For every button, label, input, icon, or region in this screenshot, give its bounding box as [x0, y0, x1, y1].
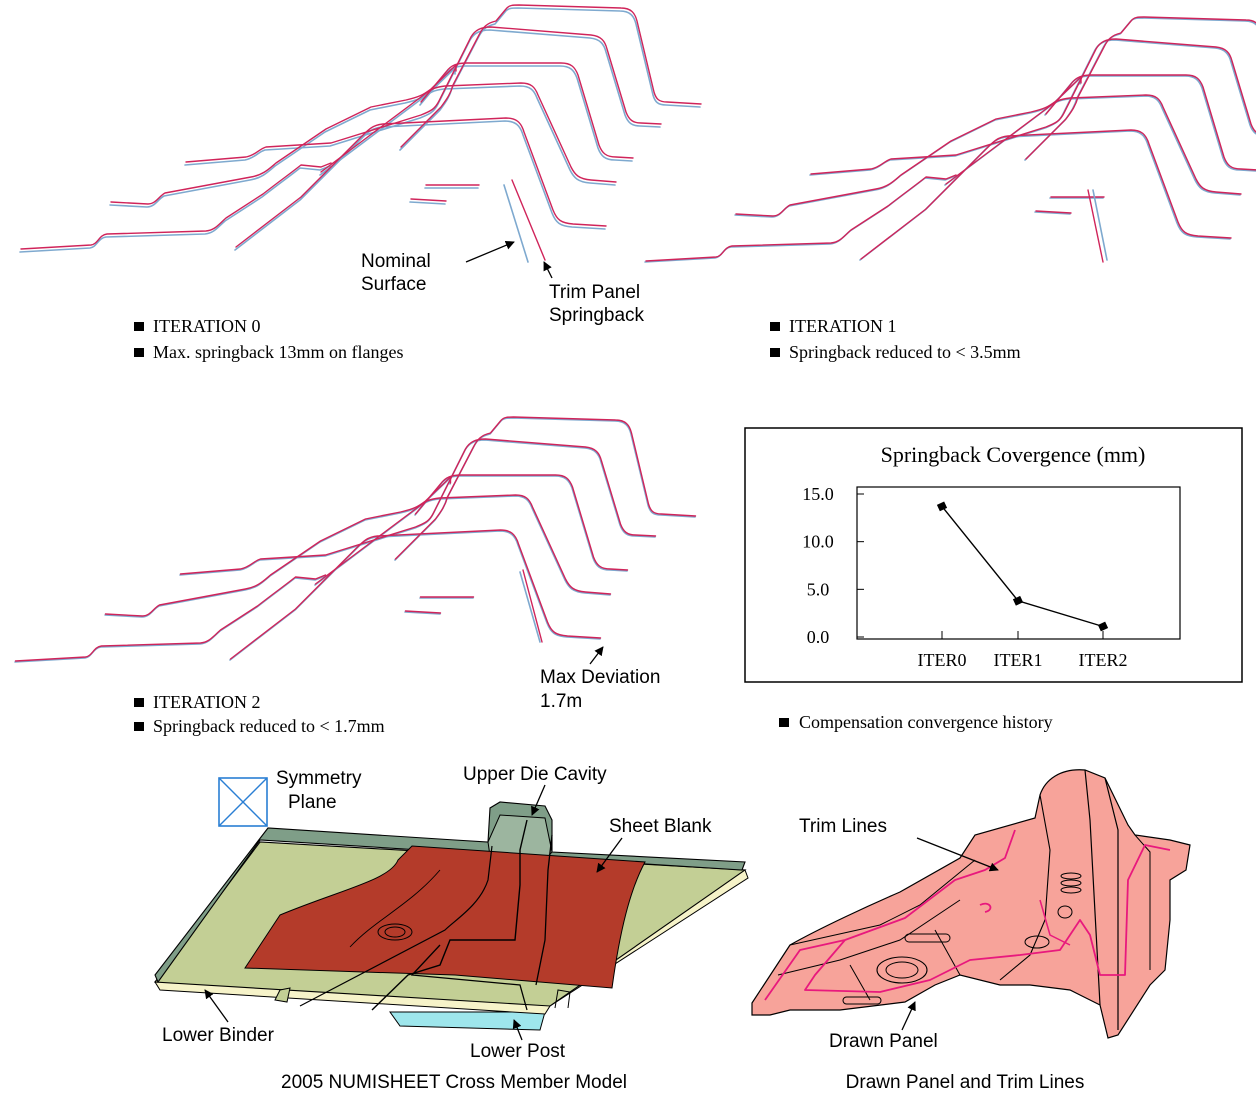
- drawn-panel-body: [751, 769, 1191, 1039]
- nominal-surface-callout: Nominal Surface: [361, 240, 515, 295]
- iteration-0-profiles: [19, 4, 702, 263]
- bullet-icon: [134, 322, 144, 331]
- data-point: [1097, 621, 1109, 632]
- iteration-2-desc: Springback reduced to < 1.7mm: [153, 716, 385, 736]
- trim-lines-label: Trim Lines: [799, 816, 887, 837]
- panel-caption: Drawn Panel and Trim Lines: [846, 1072, 1085, 1093]
- iteration-1-title: ITERATION 1: [789, 316, 896, 336]
- iteration-0-title: ITERATION 0: [153, 316, 260, 336]
- maxdev-label-line1: Max Deviation: [540, 667, 660, 688]
- iteration-2-title: ITERATION 2: [153, 692, 260, 712]
- x-tick-label: ITER0: [918, 650, 967, 670]
- bullet-icon: [770, 348, 780, 357]
- y-tick-label: 5.0: [807, 579, 830, 599]
- iteration-2-profiles: [14, 416, 697, 663]
- drawn-panel-label: Drawn Panel: [829, 1031, 938, 1052]
- lower-post: [389, 1011, 546, 1031]
- upper-die-label: Upper Die Cavity: [463, 764, 607, 785]
- iteration-1-desc: Springback reduced to < 3.5mm: [789, 342, 1021, 362]
- bullet-icon: [134, 722, 144, 731]
- chart-caption: Compensation convergence history: [799, 712, 1053, 732]
- chart-title: Springback Covergence (mm): [881, 442, 1146, 467]
- max-deviation-callout: Max Deviation 1.7m: [540, 646, 660, 712]
- nominal-label-line1: Nominal: [361, 251, 431, 272]
- bullet-icon: [770, 322, 780, 331]
- chart-frame: [744, 427, 1243, 683]
- chart-y-axis: 15.0 10.0 5.0 0.0: [802, 484, 864, 647]
- y-tick-label: 15.0: [802, 484, 834, 504]
- bullet-icon: [779, 718, 789, 727]
- numisheet-model: Symmetry Plane Upper Die Cavity Sheet Bl…: [153, 764, 749, 1093]
- trim-lines: [764, 829, 1171, 1001]
- chart-caption-group: Compensation convergence history: [779, 712, 1053, 732]
- trim-label-line2: Springback: [549, 305, 645, 326]
- iteration-1-profiles: [644, 16, 1256, 263]
- trim-label-line1: Trim Panel: [549, 282, 640, 303]
- trim-springback-callout: Trim Panel Springback: [543, 261, 645, 326]
- x-tick-label: ITER1: [994, 650, 1043, 670]
- x-tick-label: ITER2: [1079, 650, 1128, 670]
- bullet-icon: [134, 348, 144, 357]
- iteration-0-desc: Max. springback 13mm on flanges: [153, 342, 403, 362]
- upper-die-cavity: [154, 801, 746, 984]
- iteration-2-notes: ITERATION 2 Springback reduced to < 1.7m…: [134, 692, 385, 736]
- model-caption: 2005 NUMISHEET Cross Member Model: [281, 1072, 627, 1093]
- chart-series: [936, 501, 1109, 632]
- iteration-0-notes: ITERATION 0 Max. springback 13mm on flan…: [134, 316, 403, 362]
- symmetry-label-line2: Plane: [288, 792, 337, 813]
- lower-binder-label: Lower Binder: [162, 1025, 275, 1046]
- iteration-1-notes: ITERATION 1 Springback reduced to < 3.5m…: [770, 316, 1021, 362]
- symmetry-label-line1: Symmetry: [276, 768, 362, 789]
- data-point: [936, 501, 948, 512]
- data-point: [1012, 595, 1024, 606]
- drawn-panel: Trim Lines Drawn Panel Drawn Panel and T…: [751, 769, 1191, 1093]
- convergence-chart: Springback Covergence (mm) 15.0 10.0 5.0 0.…: [744, 427, 1243, 683]
- lower-post-label: Lower Post: [470, 1041, 566, 1062]
- maxdev-label-line2: 1.7m: [540, 691, 582, 712]
- symmetry-plane-icon: [218, 777, 268, 827]
- sheet-blank: [244, 845, 646, 989]
- y-tick-label: 0.0: [807, 627, 830, 647]
- y-tick-label: 10.0: [802, 532, 834, 552]
- nominal-label-line2: Surface: [361, 274, 426, 295]
- chart-x-axis: ITER0 ITER1 ITER2: [918, 631, 1128, 670]
- bullet-icon: [134, 698, 144, 707]
- sheet-blank-label: Sheet Blank: [609, 816, 712, 837]
